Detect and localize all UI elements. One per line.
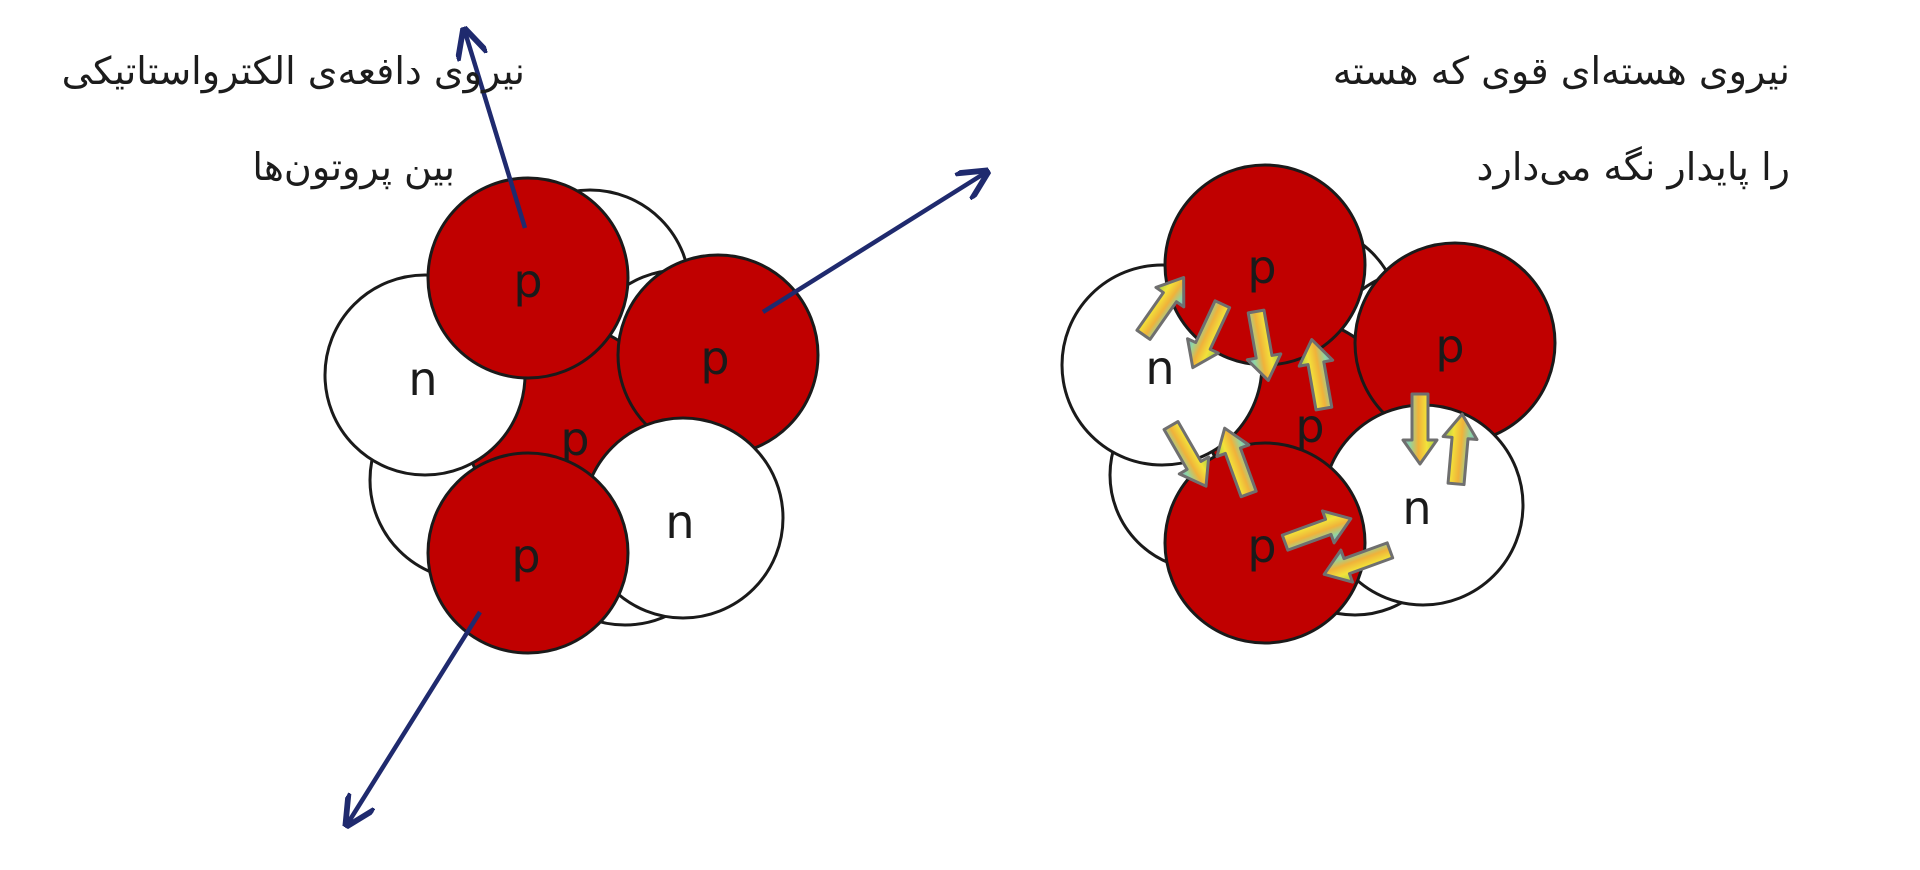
proton-label: p (1247, 240, 1276, 294)
electrostatic-force-caption: نیروی دافعه‌ی الکترواستاتیکی (61, 49, 525, 93)
proton-label: p (511, 529, 540, 583)
left-nucleus: p n p p n p (323, 32, 985, 823)
repulsion-arrow (348, 610, 482, 823)
strong-force-caption: نیروی هسته‌ای قوی که هسته (1332, 49, 1790, 93)
proton (426, 176, 630, 380)
proton-label: p (700, 331, 729, 385)
repulsion-arrow (465, 32, 528, 229)
electrostatic-force-caption-line2: بین پروتون‌ها (252, 145, 455, 189)
proton-label: p (513, 254, 542, 308)
proton-label: p (1247, 519, 1276, 573)
right-nucleus: p n p p n p (1060, 163, 1557, 645)
proton (426, 451, 630, 655)
neutron-label: n (665, 495, 694, 549)
proton-hidden-label: p (560, 412, 589, 466)
strong-force-caption-line2: را پایدار نگه می‌دارد (1476, 145, 1790, 189)
neutron-label: n (1402, 481, 1431, 535)
repulsion-arrow (761, 173, 985, 314)
neutron-label: n (1145, 341, 1174, 395)
proton-label: p (1435, 319, 1464, 373)
neutron-label: n (408, 352, 437, 406)
proton (1163, 441, 1367, 645)
